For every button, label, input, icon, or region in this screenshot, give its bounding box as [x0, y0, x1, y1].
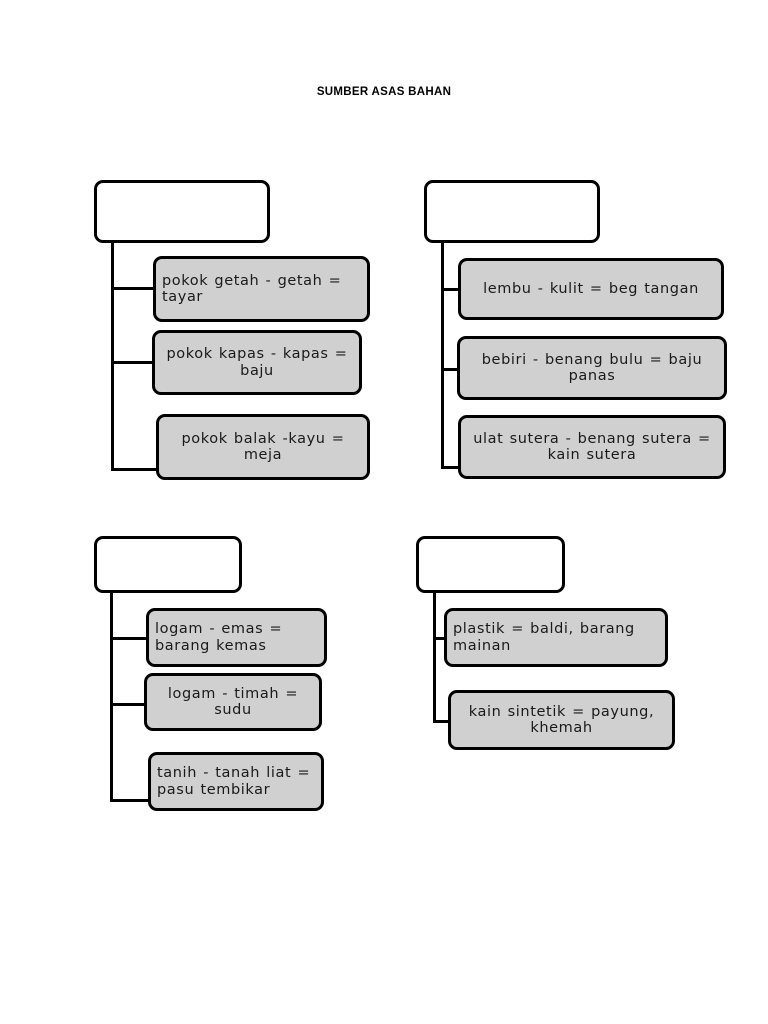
group-4-trunk — [433, 590, 436, 723]
group-1-stub-2 — [111, 361, 156, 364]
group-4-child-2-label: kain sintetik = payung, khemah — [468, 703, 655, 736]
group-3-child-1-label: logam - emas = barang kemas — [155, 621, 283, 654]
group-1-child-2-label: pokok kapas - kapas = baju — [166, 346, 348, 379]
group-3-child-3-label: tanih - tanah liat = pasu tembikar — [157, 765, 311, 798]
group-3-stub-3 — [110, 799, 152, 802]
group-2-stub-1 — [441, 288, 463, 291]
group-1-parent-node[interactable] — [94, 180, 270, 243]
group-1-stub-3 — [111, 468, 159, 471]
group-3-child-3[interactable]: tanih - tanah liat = pasu tembikar — [148, 752, 324, 811]
group-3-stub-2 — [110, 703, 150, 706]
group-1-child-3-label: pokok balak -kayu = meja — [181, 430, 345, 463]
group-4-stub-2 — [433, 720, 453, 723]
group-3-parent-node[interactable] — [94, 536, 242, 593]
group-4-parent-node[interactable] — [416, 536, 565, 593]
group-3-stub-1 — [110, 637, 150, 640]
group-3-trunk — [110, 590, 113, 802]
group-1-child-1-label: pokok getah - getah = tayar — [162, 272, 342, 305]
group-1-child-1[interactable]: pokok getah - getah = tayar — [153, 256, 370, 322]
group-2-parent-node[interactable] — [424, 180, 600, 243]
group-2-child-2-label: bebiri - benang bulu = baju panas — [481, 351, 703, 384]
group-1-stub-1 — [111, 287, 156, 290]
page-title: SUMBER ASAS BAHAN — [316, 86, 452, 98]
group-2-child-1[interactable]: lembu - kulit = beg tangan — [458, 258, 724, 320]
group-3-child-1[interactable]: logam - emas = barang kemas — [146, 608, 327, 667]
group-4-child-1-label: plastik = baldi, barang mainan — [453, 621, 635, 654]
group-2-trunk — [441, 240, 444, 469]
group-3-child-2-label: logam - timah = sudu — [167, 685, 299, 718]
group-2-child-2[interactable]: bebiri - benang bulu = baju panas — [457, 336, 727, 400]
group-1-child-3[interactable]: pokok balak -kayu = meja — [156, 414, 370, 480]
group-2-stub-2 — [441, 368, 463, 371]
group-2-stub-3 — [441, 466, 463, 469]
group-2-child-3[interactable]: ulat sutera - benang sutera = kain suter… — [458, 415, 726, 479]
group-1-trunk — [111, 240, 114, 471]
group-4-stub-1 — [433, 637, 451, 640]
group-3-child-2[interactable]: logam - timah = sudu — [144, 673, 322, 731]
group-2-child-1-label: lembu - kulit = beg tangan — [483, 280, 699, 297]
group-2-child-3-label: ulat sutera - benang sutera = kain suter… — [473, 430, 711, 463]
group-4-child-1[interactable]: plastik = baldi, barang mainan — [444, 608, 668, 667]
group-1-child-2[interactable]: pokok kapas - kapas = baju — [152, 330, 362, 395]
group-4-child-2[interactable]: kain sintetik = payung, khemah — [448, 690, 675, 750]
